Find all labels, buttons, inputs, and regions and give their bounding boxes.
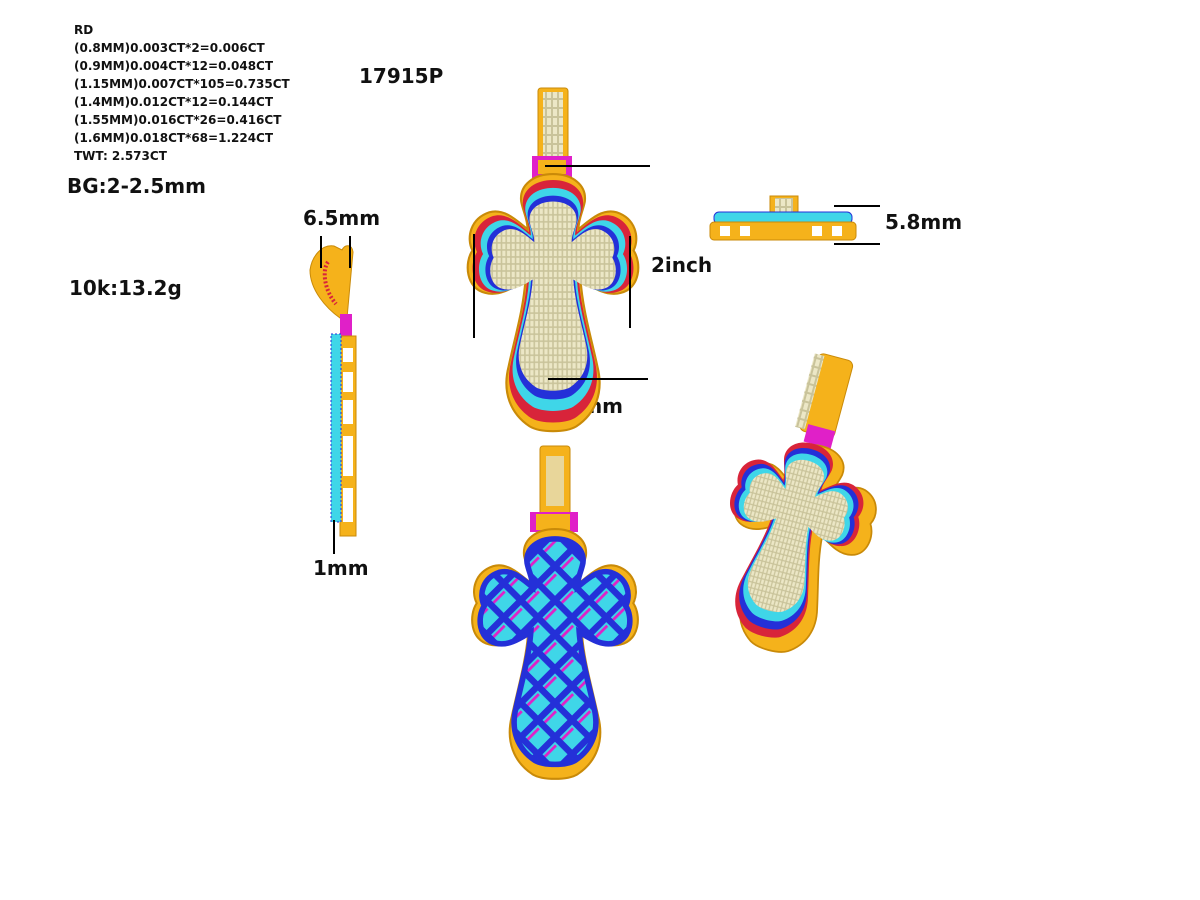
stone-row: (0.9MM)0.004CT*12=0.048CT	[74, 59, 274, 73]
side-gallery-window	[343, 400, 353, 424]
side-gallery-window	[343, 488, 353, 522]
side-bail	[309, 245, 354, 319]
back-view	[471, 445, 639, 780]
stone-row: (1.4MM)0.012CT*12=0.144CT	[74, 95, 274, 109]
bail-gap-label: BG:2-2.5mm	[67, 174, 206, 198]
back-bail-window	[546, 456, 564, 506]
front-view	[466, 87, 650, 433]
model-number: 17915P	[359, 64, 444, 88]
stone-row: (0.8MM)0.003CT*2=0.006CT	[74, 41, 265, 55]
top-view	[709, 195, 880, 245]
angle-bail-stones	[795, 353, 825, 430]
side-gallery-window	[343, 372, 353, 392]
thickness-dimension: 1mm	[313, 556, 369, 580]
side-view	[309, 236, 357, 554]
depth-dimension: 5.8mm	[885, 210, 963, 234]
side-gallery-window	[343, 348, 353, 362]
angle-view	[698, 353, 892, 669]
bail-width-dimension: 6.5mm	[303, 206, 381, 230]
back-cross-lattice	[480, 539, 630, 765]
height-dimension: 2inch	[651, 253, 713, 277]
top-gallery-window	[812, 226, 822, 236]
stone-row: (1.15MM)0.007CT*105=0.735CT	[74, 77, 290, 91]
top-gallery-window	[740, 226, 750, 236]
top-gallery-window	[720, 226, 730, 236]
back-bail-connector-inner	[536, 514, 570, 530]
top-gallery-window	[832, 226, 842, 236]
angle-bail-connector	[803, 424, 836, 449]
stone-spec-list: RD (0.8MM)0.003CT*2=0.006CT (0.9MM)0.004…	[74, 21, 290, 165]
metal-weight-label: 10k:13.2g	[69, 276, 182, 300]
stone-row: (1.55MM)0.016CT*26=0.416CT	[74, 113, 282, 127]
side-bail-stones	[322, 260, 338, 306]
side-gallery-window	[343, 436, 353, 476]
total-weight: TWT: 2.573CT	[74, 149, 167, 163]
top-bail-stones	[775, 198, 793, 212]
side-bail-connector	[340, 314, 352, 338]
stone-row: (1.6MM)0.018CT*68=1.224CT	[74, 131, 274, 145]
stone-type-label: RD	[74, 23, 94, 37]
front-bail-stones	[543, 92, 563, 158]
side-body-stones	[330, 333, 342, 523]
